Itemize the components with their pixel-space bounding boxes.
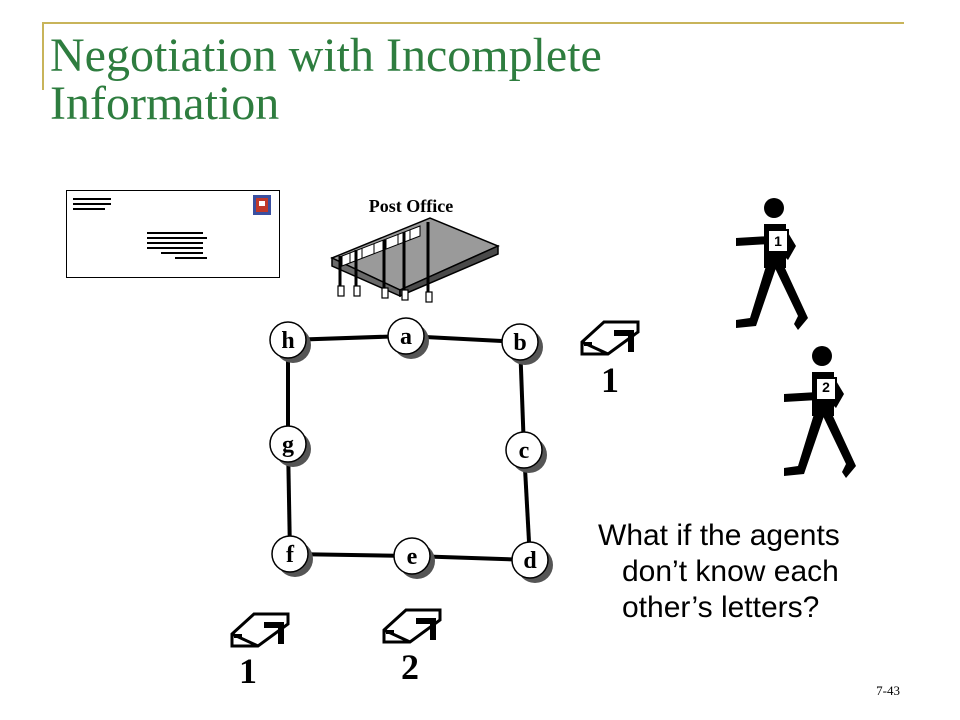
envelope-lines [73, 195, 271, 259]
node-circle [501, 323, 539, 361]
node-label: a [400, 324, 412, 350]
graph-nodes: h a b c d e f g [269, 317, 553, 583]
mailbox-b-label: 1 [601, 360, 619, 400]
mailbox-icon [382, 608, 442, 644]
mailbox-f: 1 [230, 612, 290, 691]
question-line-1: What if the agents [598, 519, 840, 552]
agent-1: 1 [736, 198, 808, 330]
mailbox-f-label: 1 [239, 651, 257, 691]
post-office-label: Post Office [369, 196, 453, 216]
node-circle [511, 541, 549, 579]
node-b: b [501, 323, 543, 365]
node-label: f [286, 542, 295, 568]
slide-title: Negotiation with Incomplete Information [50, 32, 910, 128]
post-office-building-icon [330, 217, 500, 303]
question-text: What if the agents don’t know each other… [598, 518, 928, 626]
node-label: c [519, 438, 530, 464]
node-label: g [282, 432, 294, 458]
node-label: h [281, 328, 294, 354]
node-g: g [269, 425, 311, 467]
title-line-1: Negotiation with Incomplete [50, 29, 602, 82]
left-rule [42, 22, 44, 90]
envelope-illustration [66, 190, 280, 278]
node-circle [271, 535, 309, 573]
node-c: c [505, 431, 547, 473]
node-a: a [387, 317, 429, 359]
node-label: e [407, 544, 418, 570]
node-circle [269, 321, 307, 359]
node-d: d [511, 541, 553, 583]
node-label: d [523, 548, 537, 574]
node-e: e [393, 537, 435, 579]
question-line-2: don’t know each [622, 555, 839, 588]
mailbox-e: 2 [382, 608, 442, 687]
node-circle [393, 537, 431, 575]
question-line-3: other’s letters? [622, 591, 820, 624]
graph-edges [286, 334, 532, 562]
mailbox-b: 1 [580, 320, 640, 400]
mailbox-icon [580, 320, 640, 356]
agent-2: 2 [784, 346, 856, 478]
title-line-2: Information [50, 77, 280, 130]
agent-1-label: 1 [774, 233, 782, 249]
walking-person-icon [784, 346, 856, 478]
node-f: f [271, 535, 313, 577]
node-circle [269, 425, 307, 463]
stamp-icon [253, 195, 271, 215]
top-rule [42, 22, 904, 24]
node-circle [387, 317, 425, 355]
node-h: h [269, 321, 311, 363]
walking-person-icon [736, 198, 808, 330]
mailbox-icon [230, 612, 290, 648]
mailbox-e-label: 2 [401, 647, 419, 687]
slide-number: 7-43 [876, 683, 900, 698]
agent-2-label: 2 [822, 379, 830, 395]
node-circle [505, 431, 543, 469]
node-label: b [513, 330, 526, 356]
